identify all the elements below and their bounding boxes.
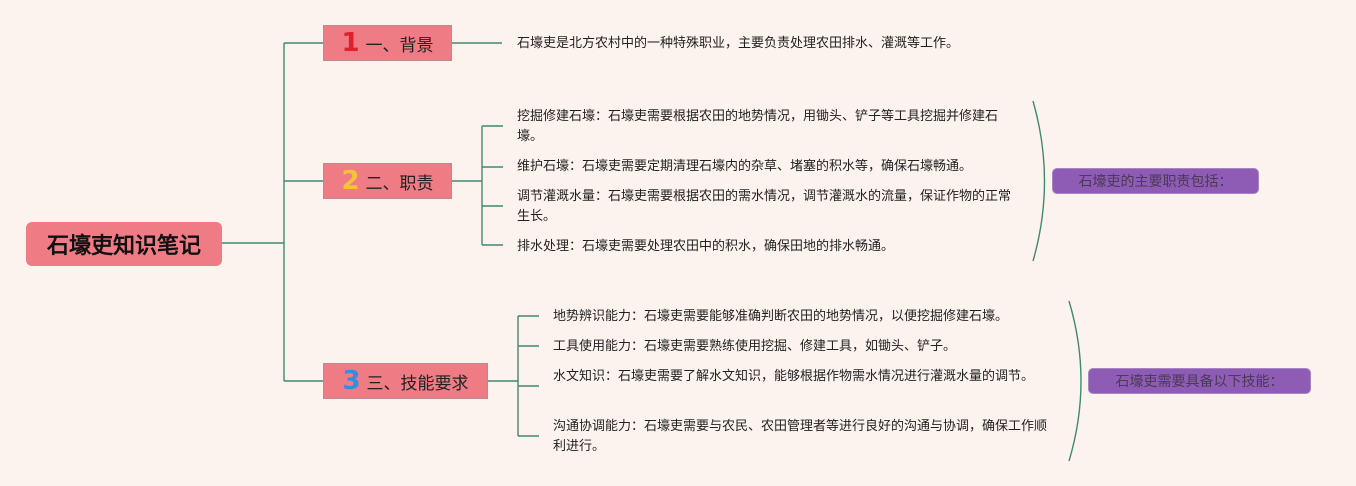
leaf-duty-1[interactable]: 挖掘修建石壕：石壕吏需要根据农田的地势情况，用锄头、铲子等工具挖掘并修建石壕。 [517,109,999,144]
branch-duties-label: 二、职责 [365,173,434,194]
leaf-background-1[interactable]: 石壕吏是北方农村中的一种特殊职业，主要负责处理农田排水、灌溉等工作。 [517,36,960,51]
leaf-skill-1[interactable]: 地势辨识能力：石壕吏需要能够准确判断农田的地势情况，以便挖掘修建石壕。 [553,309,1009,324]
summary-duties-label: 石壕吏的主要职责包括： [1078,174,1233,190]
summary-brace-2 [1032,100,1046,262]
summary-skills-label: 石壕吏需要具备以下技能： [1115,374,1284,390]
root-title: 石壕吏知识笔记 [46,234,201,259]
number-2-icon: 2 [341,166,360,196]
number-3-icon: 3 [342,366,361,396]
leaf-duty-3[interactable]: 调节灌溉水量：石壕吏需要根据农田的需水情况，调节灌溉水的流量，保证作物的正常生长… [517,189,1012,224]
branch-skills[interactable]: 3 三、技能要求 [323,363,488,399]
leaf-skill-3[interactable]: 水文知识：石壕吏需要了解水文知识，能够根据作物需水情况进行灌溉水量的调节。 [553,369,1035,384]
branch-background[interactable]: 1 一、背景 [323,25,452,61]
summary-brace-3 [1068,300,1082,462]
root-node[interactable]: 石壕吏知识笔记 [26,222,222,266]
branch-skills-label: 三、技能要求 [366,373,469,394]
summary-duties[interactable]: 石壕吏的主要职责包括： [1052,168,1259,194]
branch-duties[interactable]: 2 二、职责 [323,163,452,199]
leaf-skill-4[interactable]: 沟通协调能力：石壕吏需要与农民、农田管理者等进行良好的沟通与协调，确保工作顺利进… [553,419,1048,454]
number-1-icon: 1 [341,28,360,58]
leaf-skill-2[interactable]: 工具使用能力：石壕吏需要熟练使用挖掘、修建工具，如锄头、铲子。 [553,339,957,354]
leaf-duty-4[interactable]: 排水处理：石壕吏需要处理农田中的积水，确保田地的排水畅通。 [517,239,895,254]
summary-skills[interactable]: 石壕吏需要具备以下技能： [1088,368,1311,394]
branch-background-label: 一、背景 [365,35,434,56]
leaf-duty-2[interactable]: 维护石壕：石壕吏需要定期清理石壕内的杂草、堵塞的积水等，确保石壕畅通。 [517,159,973,174]
